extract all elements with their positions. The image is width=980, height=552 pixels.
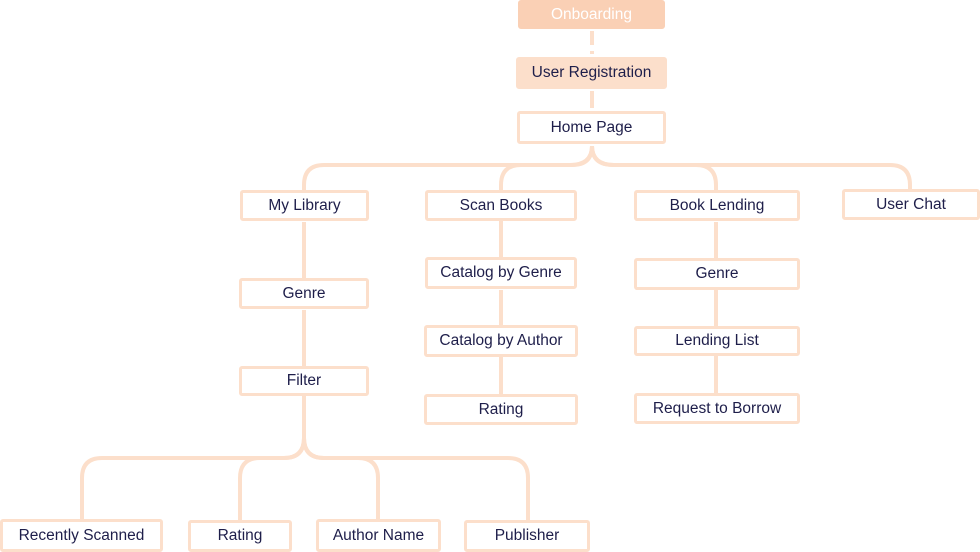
node-book-lending[interactable]: Book Lending: [634, 190, 800, 221]
node-onboarding[interactable]: Onboarding: [518, 0, 665, 29]
connector-home-scan-books: [499, 145, 594, 190]
node-home-page[interactable]: Home Page: [517, 111, 666, 144]
node-scan-books[interactable]: Scan Books: [425, 190, 577, 221]
node-library-genre[interactable]: Genre: [239, 278, 369, 309]
node-request-to-borrow[interactable]: Request to Borrow: [634, 393, 800, 424]
connector-home-user-chat: [590, 145, 912, 189]
node-recently-scanned[interactable]: Recently Scanned: [0, 519, 163, 552]
node-author-name[interactable]: Author Name: [316, 519, 441, 552]
node-scan-rating[interactable]: Rating: [424, 394, 578, 425]
node-user-chat[interactable]: User Chat: [842, 189, 980, 220]
connector-home-my-library: [302, 145, 594, 190]
node-lending-list[interactable]: Lending List: [634, 326, 800, 356]
connector-filter-rating: [238, 437, 306, 520]
node-catalog-by-author[interactable]: Catalog by Author: [424, 325, 578, 357]
node-catalog-by-genre[interactable]: Catalog by Genre: [425, 257, 577, 289]
node-lending-genre[interactable]: Genre: [634, 258, 800, 290]
node-publisher[interactable]: Publisher: [464, 520, 590, 552]
connector-filter-author-name: [302, 437, 380, 519]
node-my-library[interactable]: My Library: [240, 190, 369, 221]
node-filter-rating[interactable]: Rating: [188, 520, 292, 552]
node-filter[interactable]: Filter: [239, 366, 369, 396]
connector-filter-publisher: [302, 437, 530, 520]
connector-home-book-lending: [590, 145, 718, 190]
node-user-registration[interactable]: User Registration: [516, 57, 667, 89]
